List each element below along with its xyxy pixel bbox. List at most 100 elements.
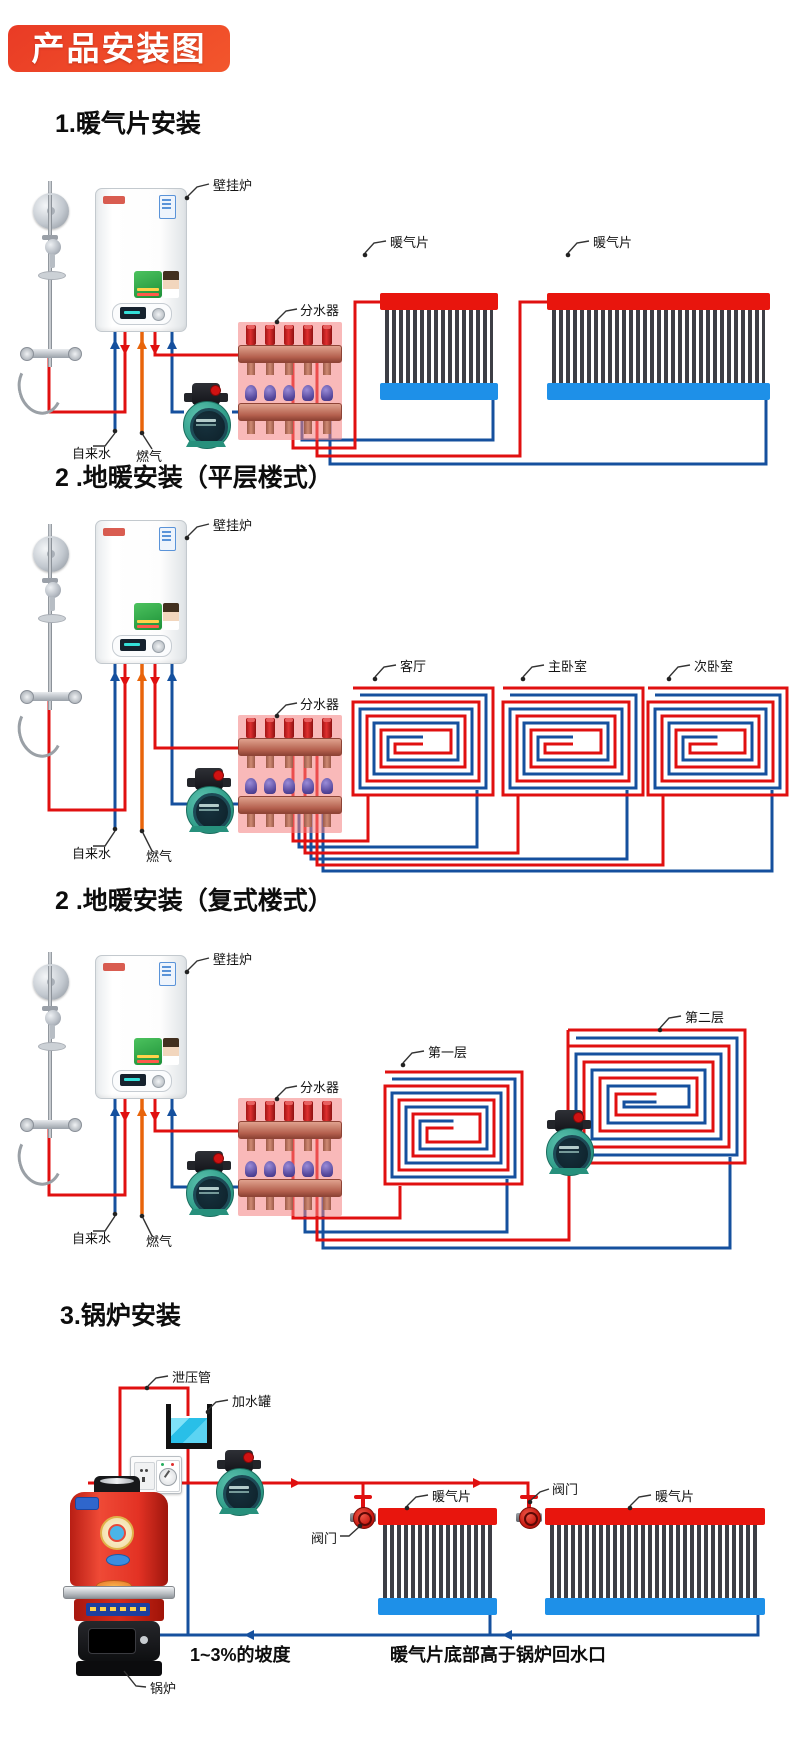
wall-boiler [95,520,187,664]
handheld-shower [45,582,61,598]
label-gas-1: 燃气 [136,449,163,464]
valve-knob [322,325,332,345]
valve-stem [361,1497,365,1509]
manifold-fitting [285,363,293,375]
label-coal-boiler: 锅炉 [150,1681,177,1696]
valve-knob [246,718,256,738]
valve-knob-cap [247,325,255,329]
card-line [162,974,171,976]
manifold-fitting [323,814,331,827]
valve-knob [303,1101,313,1121]
mixer-knob [68,1118,82,1132]
card-line [162,207,171,209]
section-3-heading: 2 .地暖安装（复式楼式） [55,887,333,915]
pump-port [251,1460,261,1469]
mixer-knob [20,1118,34,1132]
radiator-bottom-header [545,1598,765,1615]
label-radiator-1a: 暖气片 [390,235,430,250]
radiator [547,293,770,400]
manifold-fitting [266,1197,274,1210]
manifold [238,322,342,440]
mixer-knob [20,690,34,704]
pump-dial [213,770,224,781]
pump-label [229,1486,249,1489]
label-master-bedroom: 主卧室 [548,659,588,674]
promoter-photo [163,1038,179,1065]
radiator-top-header [378,1508,497,1525]
handheld-shower [45,239,61,255]
panel-knob [152,1075,165,1088]
manifold-fitting [323,421,331,434]
label-water-tank: 加水罐 [232,1394,272,1409]
manifold-fitting [285,756,293,768]
door-window [88,1628,136,1654]
pump-label [559,1151,579,1153]
valve-knob-cap [266,325,274,329]
label-radiator-1b: 暖气片 [593,235,633,250]
promoter-photo [163,603,179,630]
tank-water [171,1418,207,1443]
manifold-fitting [285,1139,293,1151]
pump-label [199,1192,219,1194]
label-manifold-1: 分水器 [300,303,340,318]
blue-chip [75,1497,99,1510]
flow-arrow [167,1106,177,1116]
floor-heating-coil [501,686,645,797]
socket-hole [145,1469,148,1472]
circulation-pump [545,1110,594,1176]
manifold-fitting [304,363,312,375]
shower-pole [48,966,52,1138]
pump-port [547,1120,557,1129]
loop-cap [264,1161,276,1177]
valve-knob-cap [304,1101,312,1105]
flow-arrow [502,1630,512,1640]
manifold [238,715,342,833]
panel-knob [152,640,165,653]
pump-dial [210,385,221,396]
valve-knob [322,1101,332,1121]
valve-knob-cap [323,1101,331,1105]
manifold [238,1098,342,1216]
card-line [162,966,171,968]
banner-title: 产品安装图 [8,25,230,72]
mixer-knob [20,347,34,361]
flow-arrow [110,339,120,349]
valve-knob [322,718,332,738]
label-wall-boiler-1: 壁挂炉 [213,178,253,193]
valve-knob [265,718,275,738]
valve-knob-cap [323,325,331,329]
floor-heating-coil [351,686,495,797]
pump-base [219,1508,259,1514]
section-1-heading: 1.暖气片安装 [55,110,201,138]
label-valve-2: 阀门 [552,1482,579,1497]
valve-knob [265,325,275,345]
manifold-fitting [266,814,274,827]
display-readout [124,1078,140,1081]
valve-handle [520,1495,538,1499]
manifold-fitting [247,1139,255,1151]
flow-arrow [291,1478,301,1488]
valve-knob-cap [266,1101,274,1105]
shower-fixture [11,518,108,763]
card-line [162,199,171,201]
handheld-grip [50,254,55,268]
valve-knob-cap [247,1101,255,1105]
loop-cap [245,1161,257,1177]
shower-pole [48,195,52,367]
flow-arrow [120,345,130,355]
pump-label [229,1491,249,1493]
boiler-base [76,1661,162,1676]
label-tap-water-2: 自来水 [72,846,112,861]
water-tank [166,1404,212,1452]
label-second-bedroom: 次卧室 [694,659,734,674]
manifold-fitting [323,363,331,375]
section-2-heading: 2 .地暖安装（平层楼式） [55,464,333,492]
return-manifold-bar [238,1179,342,1197]
radiator [545,1508,765,1615]
valve-knob-cap [266,718,274,722]
flow-arrows [110,339,512,1640]
circulation-pump [185,1151,234,1217]
valve-knob [246,1101,256,1121]
valve-spokes [358,1512,372,1526]
